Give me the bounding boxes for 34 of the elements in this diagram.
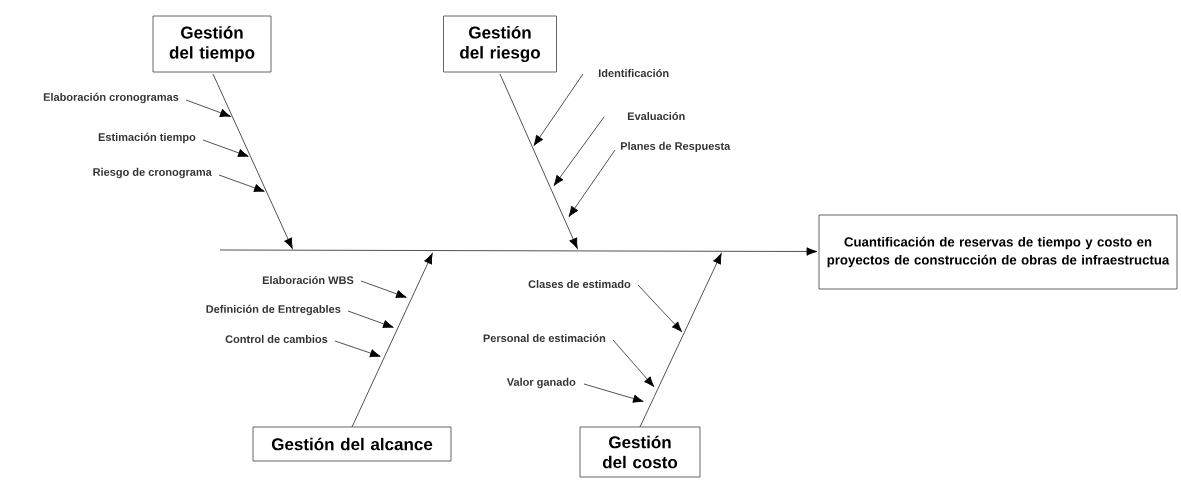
cause-label: Riesgo de cronograma [93, 167, 212, 179]
cause-arrow [185, 99, 231, 117]
category-box: Gestión del costo [579, 426, 701, 478]
cause-arrow [568, 149, 616, 217]
category-box: Gestión del alcance [252, 426, 452, 462]
cause-arrow [637, 284, 683, 333]
cause-arrow [347, 310, 394, 328]
cause-label: Personal de estimación [483, 333, 606, 343]
cause-arrow [360, 280, 407, 298]
cause-label: Planes de Respuesta [620, 141, 731, 153]
cause-label: Identificación [598, 68, 669, 78]
cause-arrow [583, 383, 644, 403]
cause-label: Valor ganado [506, 377, 576, 389]
cause-label: Estimación tiempo [98, 132, 196, 144]
cause-label: Definición de Entregables [206, 304, 341, 316]
cause-arrow [202, 139, 249, 157]
effect-box: Cuantificación de reservas de tiempo y costo en proyectos de construcción de obras de infraestructua [818, 214, 1178, 290]
cause-arrow [553, 116, 605, 186]
cause-label: Evaluación [627, 111, 685, 121]
bone-arrow [351, 253, 433, 428]
cause-arrow [612, 339, 655, 388]
cause-label: Clases de estimado [528, 279, 631, 289]
cause-arrow [218, 174, 265, 192]
cause-arrow [334, 340, 381, 358]
category-box: Gestión del tiempo [152, 15, 272, 73]
cause-label: Elaboración cronogramas [43, 92, 179, 104]
category-box: Gestión del riesgo [443, 15, 557, 73]
spine-arrow [219, 247, 818, 256]
cause-arrow [533, 73, 584, 146]
bone-arrow [639, 253, 722, 428]
cause-label: Elaboración WBS [262, 275, 354, 285]
bone-arrow [212, 73, 293, 249]
bone-arrow [499, 73, 578, 249]
cause-label: Control de cambios [225, 334, 328, 344]
